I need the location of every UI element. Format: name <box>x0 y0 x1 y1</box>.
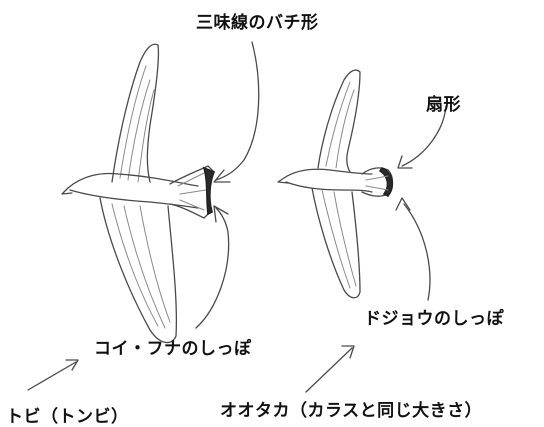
fan-shape-label: 扇形 <box>426 95 461 115</box>
black-kite-label: トビ（トンビ） <box>6 407 129 427</box>
loach-tail-label: ドジョウのしっぽ <box>364 309 504 329</box>
black-kite-drawing <box>61 43 216 344</box>
goshawk-drawing <box>277 69 394 299</box>
shamisen-bachi-shape-label: 三味線のバチ形 <box>196 13 319 33</box>
pointer-lines <box>27 41 447 393</box>
carp-crucian-tail-label: コイ・フナのしっぽ <box>94 339 252 359</box>
goshawk-label: オオタカ（カラスと同じ大きさ） <box>220 401 483 421</box>
